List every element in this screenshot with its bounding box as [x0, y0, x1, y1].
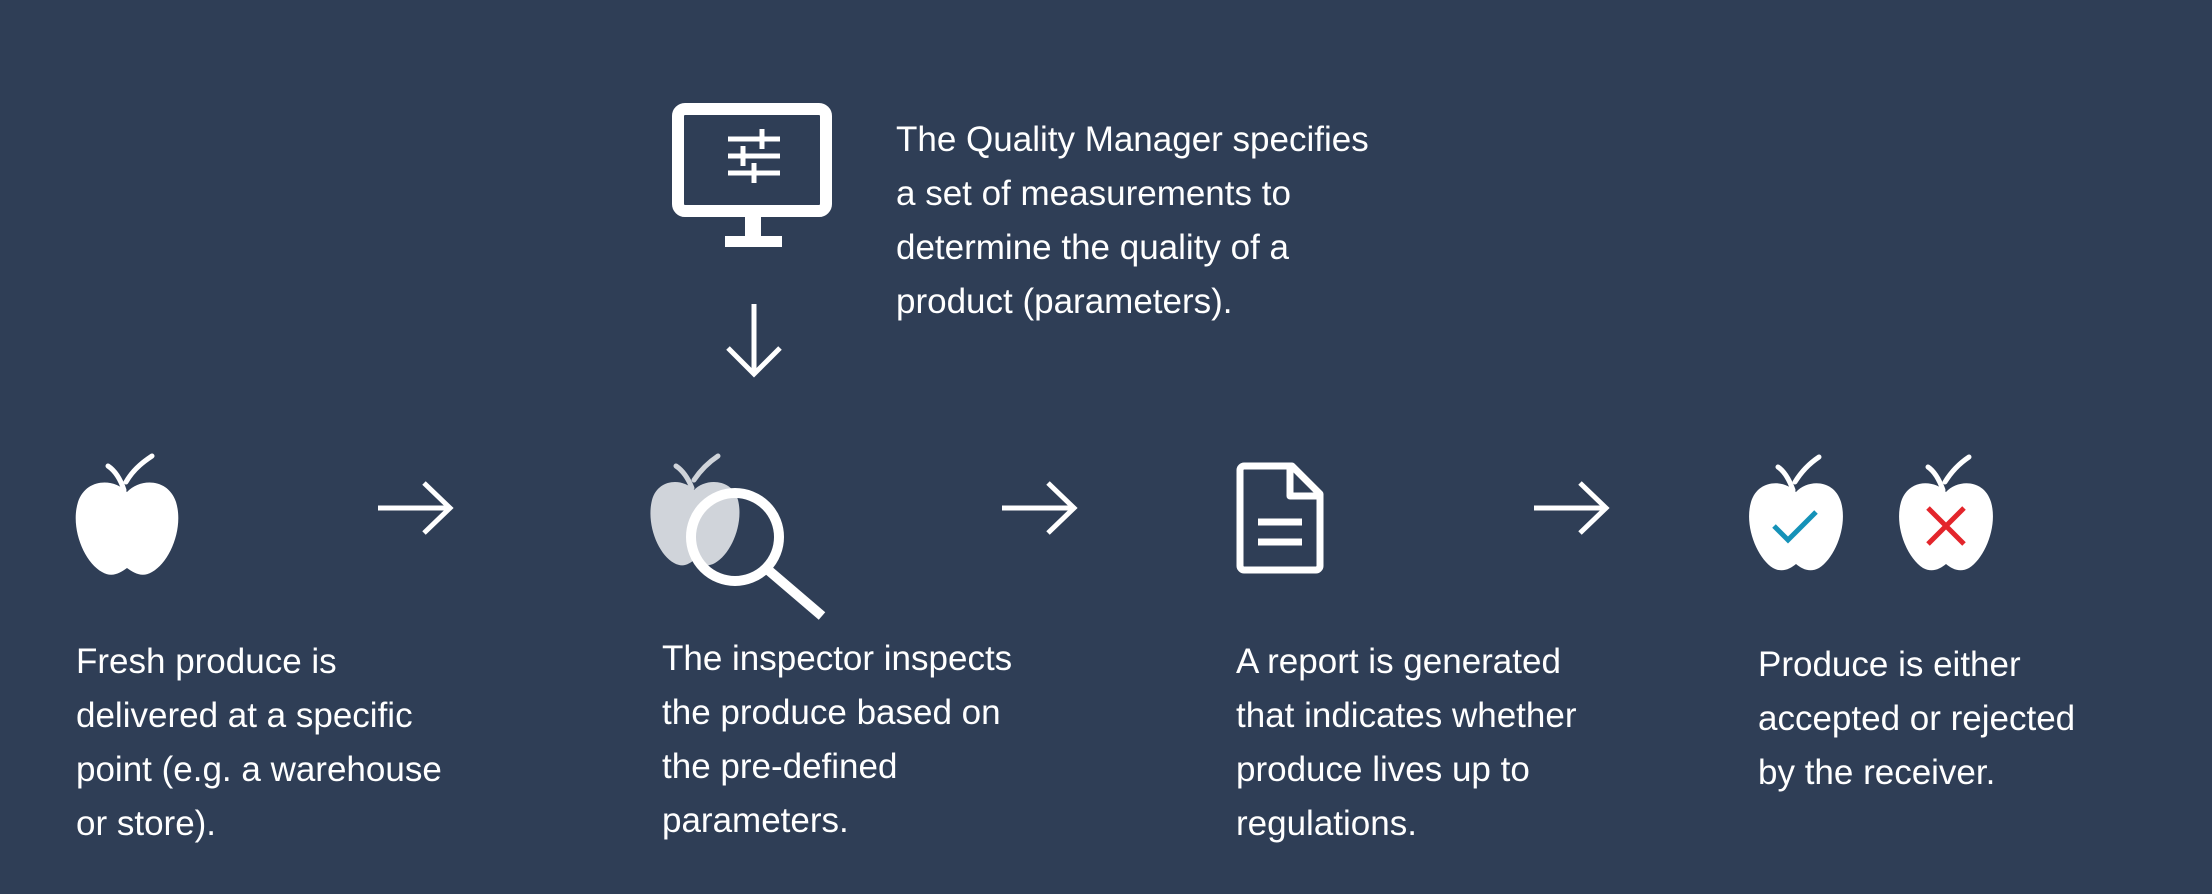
- step-line: parameters.: [662, 801, 849, 840]
- step-line: delivered at a specific: [76, 696, 413, 735]
- manager-line: a set of measurements to: [896, 174, 1291, 213]
- arrow-right-icon: [378, 481, 454, 535]
- step-1-description: Fresh produce is delivered at a specific…: [76, 635, 442, 851]
- manager-line: determine the quality of a: [896, 228, 1290, 267]
- step-line: A report is generated: [1236, 642, 1561, 681]
- apple-magnifier-icon: [650, 453, 826, 620]
- monitor-settings-icon: [672, 103, 832, 247]
- apple-icon: [75, 453, 179, 575]
- step-line: point (e.g. a warehouse: [76, 750, 442, 789]
- step-line: the pre-defined: [662, 747, 898, 786]
- manager-line: product (parameters).: [896, 282, 1233, 321]
- arrow-right-icon: [1534, 481, 1610, 535]
- step-line: The inspector inspects: [662, 639, 1013, 678]
- manager-description: The Quality Manager specifies a set of m…: [896, 113, 1369, 329]
- arrow-down-icon: [726, 304, 782, 378]
- step-4-description: Produce is either accepted or rejected b…: [1758, 638, 2075, 800]
- step-line: that indicates whether: [1236, 696, 1577, 735]
- arrow-right-icon: [1002, 481, 1078, 535]
- step-3-description: A report is generated that indicates whe…: [1236, 635, 1576, 851]
- step-line: by the receiver.: [1758, 753, 1996, 792]
- step-line: Fresh produce is: [76, 642, 337, 681]
- step-line: Produce is either: [1758, 645, 2021, 684]
- apple-cross-icon: [1899, 454, 1993, 571]
- step-line: accepted or rejected: [1758, 699, 2076, 738]
- step-line: produce lives up to: [1236, 750, 1530, 789]
- step-line: the produce based on: [662, 693, 1001, 732]
- manager-line: The Quality Manager specifies: [896, 120, 1369, 159]
- apple-check-icon: [1749, 454, 1843, 571]
- step-2-description: The inspector inspects the produce based…: [662, 632, 1012, 848]
- step-line: regulations.: [1236, 804, 1417, 843]
- step-line: or store).: [76, 804, 217, 843]
- document-icon: [1236, 462, 1324, 574]
